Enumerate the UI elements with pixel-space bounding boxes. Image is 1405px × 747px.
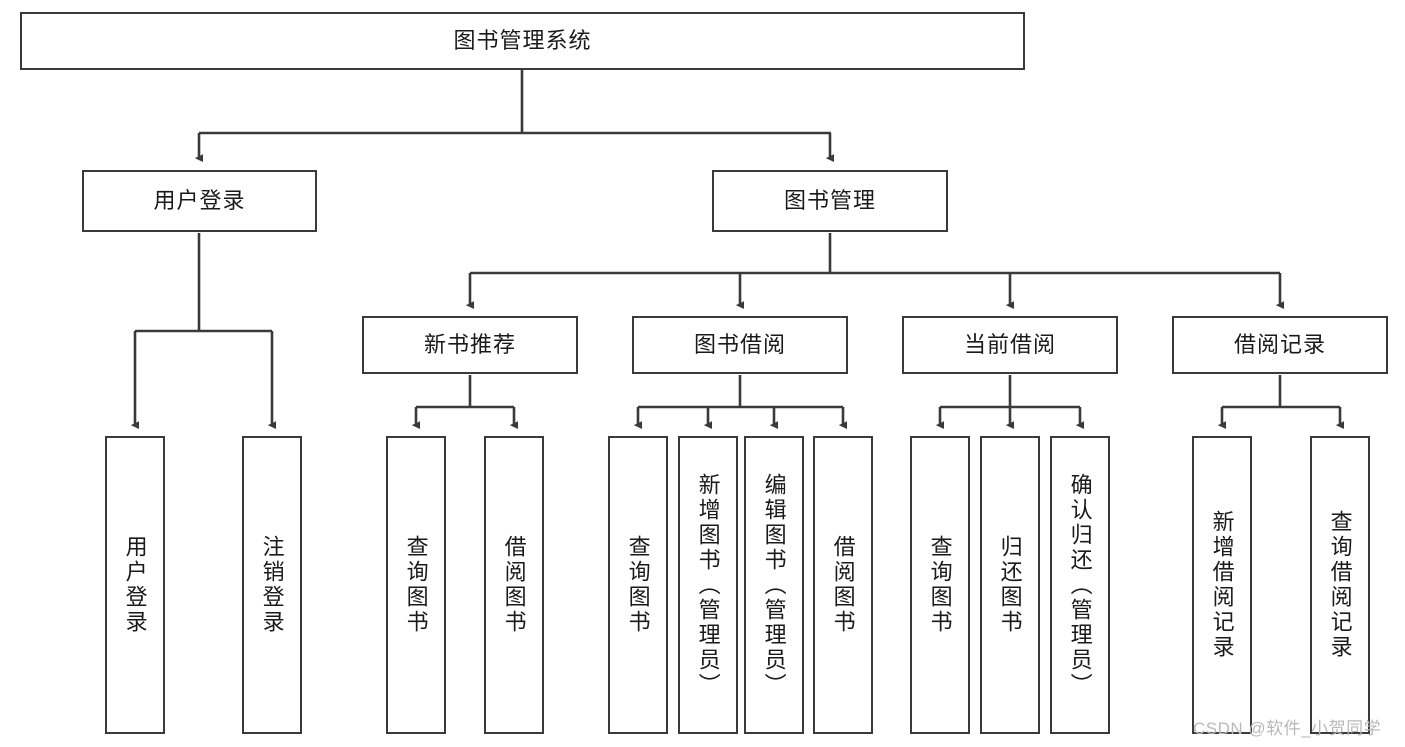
leaf-recommend-query-book[interactable]: 查询图书 [386,436,446,734]
node-label: 用户登录 [122,535,148,635]
leaf-user-login-login[interactable]: 用户登录 [105,436,165,734]
node-current-borrow[interactable]: 当前借阅 [902,316,1118,374]
node-label: 图书管理系统 [453,27,592,53]
node-label: 新增图书（管理员） [695,472,721,698]
leaf-borrow-borrow-book[interactable]: 借阅图书 [813,436,873,734]
node-label: 查询图书 [403,535,429,635]
node-label: 归还图书 [997,535,1023,635]
node-label: 用户登录 [153,187,246,213]
node-label: 查询借阅记录 [1327,510,1353,660]
csdn-watermark: CSDN @软件_小贺同学 [1193,719,1382,738]
node-new-book-recommend[interactable]: 新书推荐 [362,316,578,374]
leaf-borrow-edit-book-admin[interactable]: 编辑图书（管理员） [744,436,804,734]
node-label: 借阅记录 [1233,331,1326,357]
node-label: 编辑图书（管理员） [761,472,787,698]
leaf-record-add-record[interactable]: 新增借阅记录 [1192,436,1252,734]
node-user-login[interactable]: 用户登录 [82,170,317,232]
leaf-current-return-book[interactable]: 归还图书 [980,436,1040,734]
node-root-system[interactable]: 图书管理系统 [20,12,1025,70]
node-label: 确认归还（管理员） [1067,472,1093,698]
node-label: 新书推荐 [423,331,516,357]
leaf-record-query-record[interactable]: 查询借阅记录 [1310,436,1370,734]
leaf-borrow-add-book-admin[interactable]: 新增图书（管理员） [678,436,738,734]
node-label: 借阅图书 [501,535,527,635]
node-borrow-record[interactable]: 借阅记录 [1172,316,1388,374]
node-label: 查询图书 [927,535,953,635]
node-label: 图书管理 [783,187,876,213]
node-label: 图书借阅 [693,331,786,357]
leaf-user-login-logout[interactable]: 注销登录 [242,436,302,734]
node-label: 查询图书 [625,535,651,635]
node-label: 新增借阅记录 [1209,510,1235,660]
node-label: 注销登录 [259,535,285,635]
leaf-recommend-borrow-book[interactable]: 借阅图书 [484,436,544,734]
node-book-borrow[interactable]: 图书借阅 [632,316,848,374]
leaf-current-query-book[interactable]: 查询图书 [910,436,970,734]
leaf-borrow-query-book[interactable]: 查询图书 [608,436,668,734]
node-label: 借阅图书 [830,535,856,635]
leaf-current-confirm-return-admin[interactable]: 确认归还（管理员） [1050,436,1110,734]
node-book-management[interactable]: 图书管理 [712,170,948,232]
node-label: 当前借阅 [963,331,1056,357]
